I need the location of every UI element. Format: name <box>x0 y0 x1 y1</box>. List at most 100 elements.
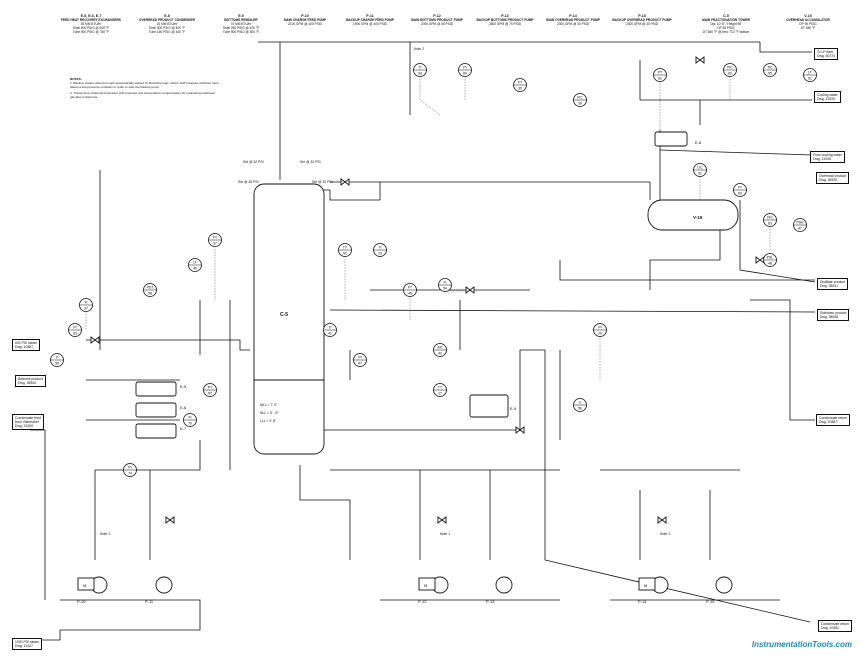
header-tag: E-8 <box>164 14 170 18</box>
instrument-number: 74 <box>128 472 132 476</box>
pipe-1 <box>759 42 812 53</box>
exchanger-2 <box>135 423 177 439</box>
pipe-14 <box>649 230 721 290</box>
header-spec: 2000 GPM @ 65 PSID <box>420 22 454 27</box>
note-2: 2. Transit-time ultrasonic flowmeter wit… <box>70 91 215 99</box>
instrument-number: 47 <box>798 227 802 231</box>
offpage-line: Condensate return <box>821 622 850 626</box>
header-spec: Dia. 10' 8" / Height 98' <box>710 22 742 27</box>
instrument-tag: PI <box>128 466 131 470</box>
pump-tag-p15: P-15 <box>706 599 715 604</box>
instrument-tag: AIT <box>437 346 442 350</box>
offpage-line: Sidedraw product <box>820 311 847 315</box>
instrument-number: 99 <box>55 362 59 366</box>
instrument-tag: TI <box>328 326 331 330</box>
notes-heading: NOTES: <box>70 77 82 81</box>
instrument-number: 39 <box>578 102 582 106</box>
pump-casing-1 <box>155 576 173 594</box>
header-tag: V-15 <box>804 14 812 18</box>
offpage-line: Dwg. 38541 <box>820 284 839 288</box>
pump-tag-p11: P-11 <box>145 599 154 604</box>
header-spec: Tube 150 PSIG @ 400 °F <box>148 30 186 35</box>
note-ref-2: Note 1 <box>440 532 450 536</box>
control-valve-5 <box>90 336 100 344</box>
offpage-line: Dwg. 31500 <box>15 424 34 428</box>
exchanger-tag-e5: E-5 <box>180 384 187 389</box>
instrument-tag: LT <box>808 71 812 75</box>
note2-ref: Note 2 <box>414 47 424 51</box>
pump-tag-p14: P-14 <box>638 599 647 604</box>
instrument-tag: PI <box>463 66 466 70</box>
pipe-18 <box>86 339 250 351</box>
header-tag: P-14 <box>569 14 577 18</box>
header-name: FEED HEAT RECOVERY EXCHANGERS <box>61 18 121 23</box>
equipment-shapes <box>77 56 765 594</box>
instrument-tag: FT <box>518 81 522 85</box>
pipe-30 <box>470 349 546 560</box>
reboiler-e9 <box>469 394 509 418</box>
notes-block: NOTES: 1. Backup (steam-driven) pumps au… <box>70 77 220 99</box>
condenser-tag: E-8 <box>695 140 702 145</box>
instrument-tag: FI <box>443 281 446 285</box>
instrument-tag: FIC <box>767 216 773 220</box>
header-spec: 2300 GPM @ 30 PSID <box>556 22 590 27</box>
instrument-number: 56 <box>578 407 582 411</box>
offpage-line: Dwg. 11926 <box>817 97 835 101</box>
watermark: InstrumentationTools.com <box>751 640 852 649</box>
condenser-e8 <box>654 131 688 147</box>
pipe-42 <box>30 429 46 600</box>
exchanger-tag-e7: E-7 <box>180 426 187 431</box>
note-ref-1: Note 1 <box>100 532 110 536</box>
offpage-line: From cooling water <box>813 153 842 157</box>
instrument-number: 33 <box>418 72 422 76</box>
instrument-tag: TIC <box>767 66 773 70</box>
level-mll: MLL = 7' 0" <box>260 403 277 407</box>
instrument-number: 39 <box>518 87 522 91</box>
header-name: BACKUP BOTTOMS PRODUCT PUMP <box>476 18 534 23</box>
header-tag: P-13 <box>501 14 509 18</box>
header-tag: E-9 <box>238 14 244 18</box>
header-spec: DP 90 PSIG <box>799 22 817 27</box>
instrument-number: 17 <box>438 392 442 396</box>
instrument-number: 63 <box>768 222 772 226</box>
offpage-line: Dwg. 38545 <box>820 315 839 319</box>
header-spec: 2100 GPM @ 400 PSID <box>288 22 322 27</box>
signal-0 <box>419 76 441 116</box>
pipe-48 <box>559 260 815 281</box>
instrument-number: 54 <box>443 287 447 291</box>
offpage-line: Dwg. 11427 <box>15 644 33 648</box>
control-valve-2 <box>515 426 525 434</box>
instrument-number: 97 <box>358 362 362 366</box>
instrument-number: 63 <box>738 192 742 196</box>
offpage-line: Overhead product <box>819 174 847 178</box>
offpage-line: Dwg. 10581 <box>821 626 840 630</box>
header-spec: DP 50 PSIG <box>717 26 735 31</box>
control-valve-1 <box>465 286 475 294</box>
offpage-line: Dwg. 10887 <box>15 345 34 349</box>
instrument-number: 62 <box>728 72 732 76</box>
header-name: OVERHEAD ACCUMULATOR <box>786 18 830 23</box>
instrument-number: 41 <box>328 332 332 336</box>
header-name: MAIN CHARGE FEED PUMP <box>283 18 327 23</box>
instrument-tag: FT <box>408 286 412 290</box>
motor-0 <box>77 577 95 591</box>
instrument-tag: FIC <box>577 96 583 100</box>
instrument-tag: PI <box>73 326 76 330</box>
instrument-tag: FI <box>188 416 191 420</box>
header-spec: 35 MM BTU/hr <box>80 22 102 27</box>
instrument-pi-74: PI 74 <box>123 463 137 477</box>
offpage-line: from Visbreaker <box>15 420 39 424</box>
